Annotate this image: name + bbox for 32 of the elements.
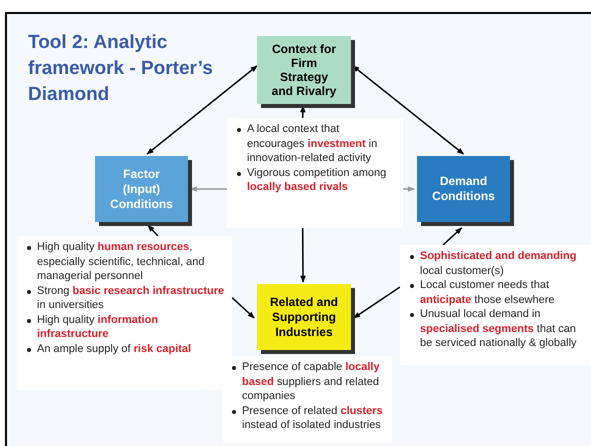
- title: Tool 2: Analytic framework - Porter’s Diamond: [28, 31, 214, 107]
- process-box: [257, 36, 351, 104]
- box-label: Factor (Input) Conditions: [110, 166, 173, 212]
- box-label: Context for Firm Strategy and Rivalry: [271, 42, 337, 98]
- process-box: [95, 156, 188, 222]
- bullet-text: Vigorous competition among locally based rivals: [247, 166, 386, 193]
- arrow: [190, 186, 227, 192]
- bullet-list-panel: [400, 245, 591, 365]
- arrow: [232, 297, 255, 319]
- bullet-text: A local context that encourages investment in innovation-related activity: [247, 123, 378, 164]
- bullet-text: Presence of capable locally based suppliers and related companies: [242, 361, 380, 402]
- bullet-text: High quality human resources, especially scientific, technical, and managerial personnel: [37, 241, 205, 282]
- bullet-text: Strong basic research infrastructure in universities: [37, 284, 224, 311]
- box-label: Demand Conditions: [431, 174, 496, 204]
- box-label: Related and Supporting Industries: [268, 294, 339, 340]
- bullet-text: Local customer needs that anticipate those elsewhere: [420, 279, 555, 306]
- arrow: [403, 186, 415, 192]
- bullet-text: Sophisticated and demanding local customer(s): [420, 250, 576, 276]
- arrow: [300, 228, 306, 283]
- process-box: [417, 156, 510, 222]
- arrow: [352, 65, 464, 155]
- bullet-list-panel: [222, 356, 392, 442]
- bullet-text: Unusual local demand in specialised segments that can be serviced nationally & globally: [420, 308, 577, 349]
- arrow: [147, 224, 159, 237]
- bullet-text: Presence of related clusters instead of isolated industries: [242, 404, 383, 431]
- arrow: [353, 286, 400, 319]
- arrow: [442, 227, 462, 246]
- process-box: [257, 284, 351, 350]
- bullet-list-panel: [227, 118, 403, 228]
- bullet-list-panel: [17, 236, 232, 390]
- bullet-text: An ample supply of risk capital: [37, 342, 192, 354]
- arrow: [146, 65, 258, 155]
